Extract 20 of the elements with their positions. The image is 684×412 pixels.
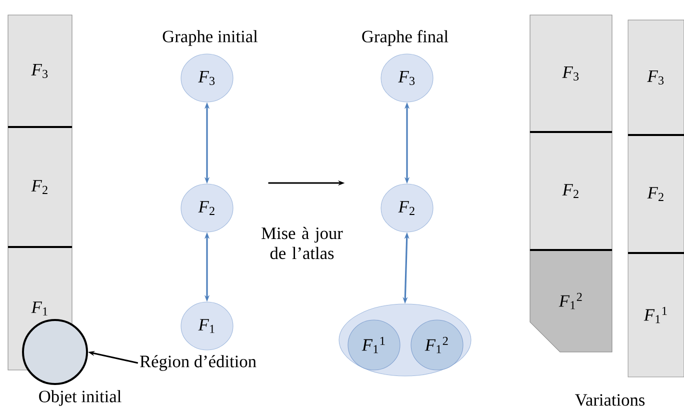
cell: F$_{3}$ bbox=[8, 14, 72, 128]
edge-label: Mise à jour de l’atlas bbox=[262, 226, 343, 260]
title-text: Objet initial bbox=[39, 390, 122, 406]
cell: F$_{2}$ bbox=[628, 134, 684, 254]
graph-node: F$_{3}$ bbox=[380, 54, 434, 102]
graph-node: F$_{1}$1 bbox=[348, 320, 400, 370]
cell: F$_{1}$1 bbox=[628, 252, 684, 378]
callout-text: Région d’édition bbox=[140, 355, 256, 371]
graph-node: F$_{1}$ bbox=[180, 302, 234, 350]
graph-node: F$_{2}$ bbox=[380, 184, 434, 232]
graph-node: F$_{3}$ bbox=[180, 54, 234, 102]
title-text: Variations bbox=[575, 394, 645, 406]
cell: F$_{1}$2 bbox=[530, 250, 612, 352]
cell: F$_{2}$ bbox=[530, 132, 612, 250]
cell: F$_{3}$ bbox=[530, 14, 612, 132]
graph-node: F$_{1}$2 bbox=[410, 320, 464, 370]
graph-node: F$_{2}$ bbox=[180, 184, 234, 232]
cell: F$_{3}$ bbox=[628, 20, 684, 136]
cell: F$_{2}$ bbox=[8, 126, 72, 248]
region-circle bbox=[22, 319, 88, 385]
